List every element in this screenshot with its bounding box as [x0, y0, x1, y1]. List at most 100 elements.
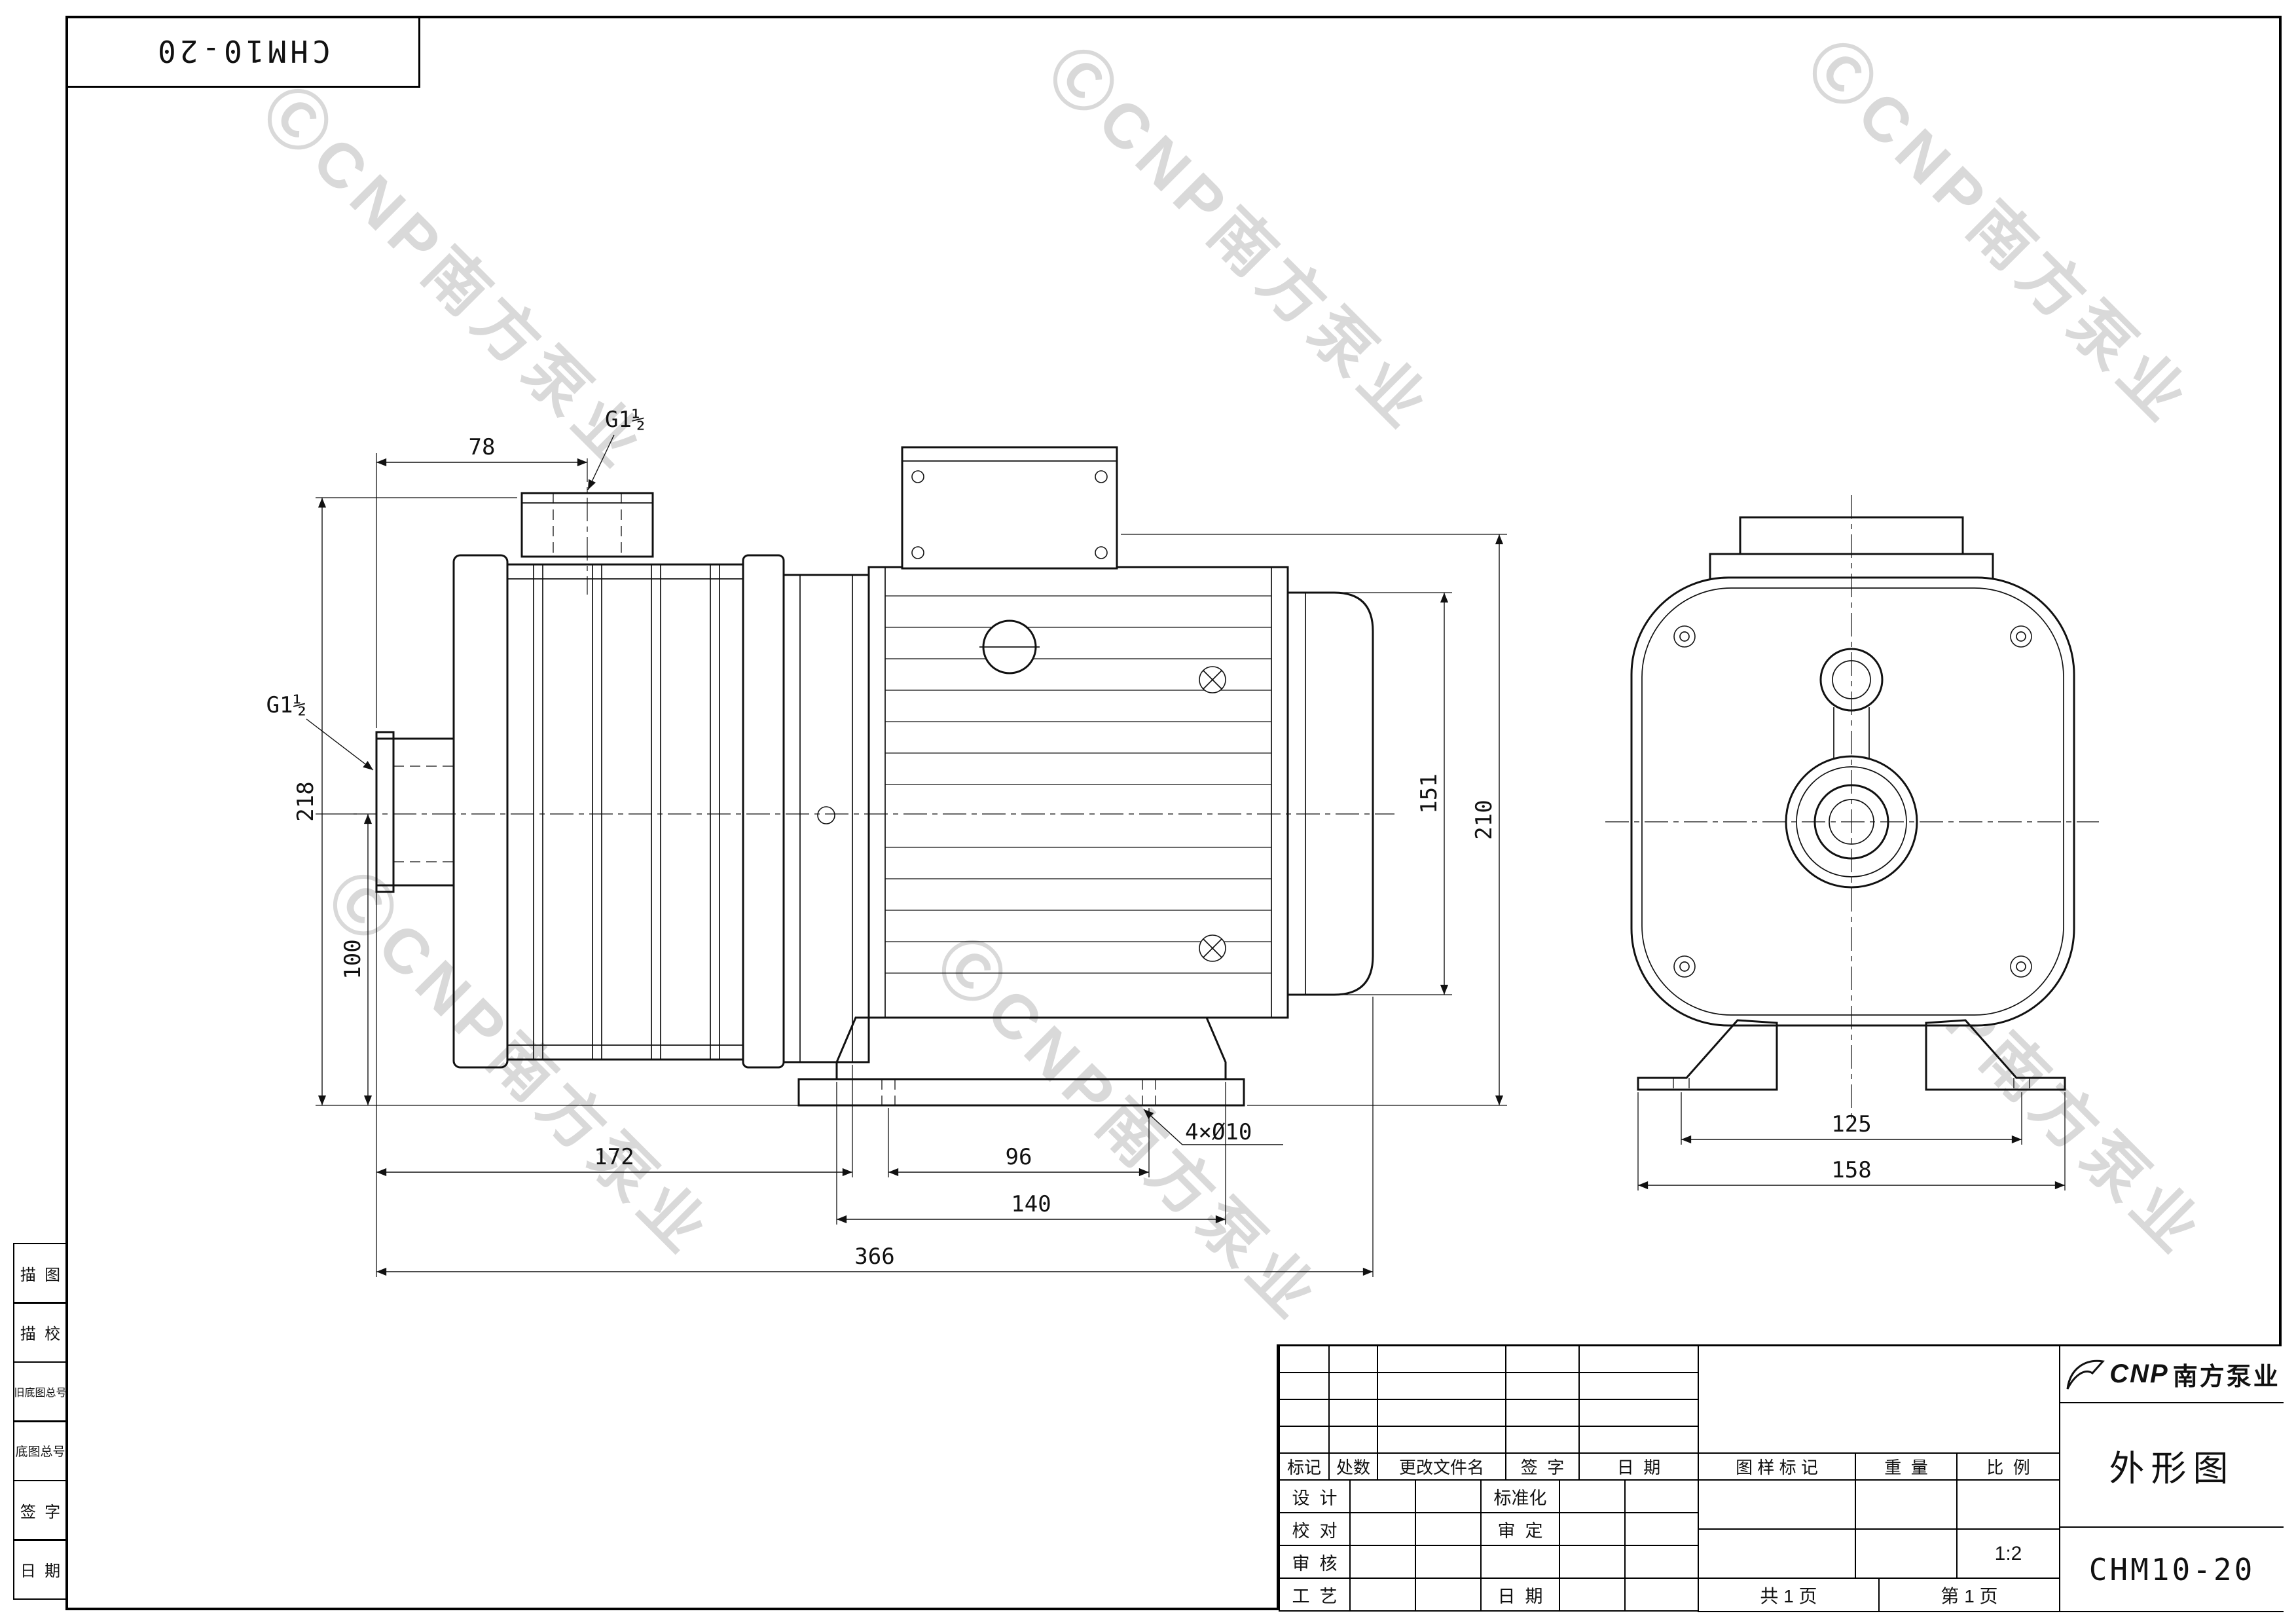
stamp-values: 1:2	[1698, 1481, 2059, 1579]
brand-cnp-text: CNP	[2109, 1359, 2169, 1388]
empty-cell	[1505, 1373, 1578, 1400]
motor-screw	[1199, 666, 1226, 962]
empty-cell	[1624, 1546, 1698, 1579]
dim-feet-width: 158	[1831, 1157, 1871, 1183]
signoff-label	[1480, 1546, 1559, 1579]
signoff-label: 校 对	[1279, 1513, 1349, 1546]
margin-row: 描 校	[13, 1302, 67, 1363]
empty-cell	[1559, 1546, 1624, 1579]
empty-cell	[1377, 1373, 1505, 1400]
titleblock-right: CNP 南方泵业 外形图 CHM10-20	[2059, 1346, 2284, 1612]
stamp-mark-label: 图 样 标 记	[1698, 1454, 1855, 1481]
revision-header: 标记 处数 更改文件名 签 字 日 期	[1279, 1454, 1698, 1481]
revision-header-cell: 处数	[1328, 1454, 1377, 1481]
empty-cell	[1349, 1579, 1415, 1612]
empty-cell	[1578, 1427, 1698, 1454]
signoff-label: 设 计	[1279, 1481, 1349, 1513]
empty-cell	[1855, 1481, 1956, 1530]
empty-cell	[1377, 1427, 1505, 1454]
empty-cell	[1624, 1481, 1698, 1513]
empty-cell	[1328, 1400, 1377, 1427]
empty-cell	[1559, 1481, 1624, 1513]
margin-row: 日 期	[13, 1539, 67, 1600]
empty-cell	[1956, 1481, 2059, 1530]
model-number: CHM10-20	[2059, 1528, 2284, 1612]
dim-base-length: 140	[1011, 1191, 1051, 1217]
empty-cell	[1377, 1400, 1505, 1427]
dim-total-length: 366	[854, 1244, 894, 1270]
signoff-label: 标准化	[1480, 1481, 1559, 1513]
empty-cell	[1624, 1513, 1698, 1546]
dim-total-height: 218	[293, 781, 319, 821]
signoff-label: 审 定	[1480, 1513, 1559, 1546]
revision-header-cell: 更改文件名	[1377, 1454, 1505, 1481]
margin-row: 签 字	[13, 1479, 67, 1541]
scale-value: 1:2	[1956, 1530, 2059, 1579]
revision-header-cell: 标记	[1279, 1454, 1328, 1481]
empty-cell	[1279, 1427, 1328, 1454]
titleblock-spare-area	[1698, 1346, 2059, 1454]
margin-row: 底图总号	[13, 1420, 67, 1481]
revision-table	[1279, 1346, 1698, 1454]
revision-header-cell: 签 字	[1505, 1454, 1578, 1481]
total-pages: 共 1 页	[1698, 1579, 1878, 1612]
dim-inlet-height: 100	[340, 939, 366, 979]
corner-model-label: CHM10-20	[65, 16, 420, 88]
cnp-logo: CNP 南方泵业	[2059, 1346, 2284, 1403]
empty-cell	[1624, 1579, 1698, 1612]
end-dimensions: 125 158	[1637, 1092, 2066, 1190]
empty-cell	[1328, 1373, 1377, 1400]
dim-feet-hole-span: 125	[1831, 1111, 1871, 1137]
empty-cell	[1559, 1513, 1624, 1546]
empty-cell	[1279, 1373, 1328, 1400]
empty-cell	[1698, 1481, 1855, 1530]
stamp-header: 图 样 标 记 重 量 比 例	[1698, 1454, 2059, 1481]
margin-table: 描 图 描 校 旧底图总号 底图总号 签 字 日 期	[13, 1242, 67, 1600]
empty-cell	[1505, 1427, 1578, 1454]
side-view	[354, 446, 1394, 1107]
empty-cell	[1698, 1346, 2059, 1454]
title-block: 标记 处数 更改文件名 签 字 日 期 设 计 标准化 校 对 审 定 审 核	[1277, 1344, 2284, 1612]
empty-cell	[1349, 1546, 1415, 1579]
dim-motor-height: 151	[1416, 773, 1442, 813]
dim-base-holes-span: 96	[1006, 1144, 1032, 1170]
empty-cell	[1855, 1530, 1956, 1579]
corner-model-text: CHM10-20	[153, 33, 331, 69]
signoff-label: 审 核	[1279, 1546, 1349, 1579]
empty-cell	[1559, 1579, 1624, 1612]
end-view	[1605, 495, 2099, 1118]
cnp-swoosh-icon	[2066, 1359, 2105, 1390]
empty-cell	[1279, 1346, 1328, 1373]
drawing-title: 外形图	[2059, 1403, 2284, 1528]
dim-top-width: 78	[469, 434, 496, 460]
dim-pump-length: 172	[594, 1144, 634, 1170]
empty-cell	[1415, 1513, 1480, 1546]
empty-cell	[1279, 1400, 1328, 1427]
dim-overall-height: 210	[1471, 800, 1497, 840]
empty-cell	[1578, 1400, 1698, 1427]
brand-cn-text: 南方泵业	[2172, 1363, 2280, 1391]
revision-header-cell: 日 期	[1578, 1454, 1698, 1481]
empty-cell	[1578, 1346, 1698, 1373]
signoff-label: 工 艺	[1279, 1579, 1349, 1612]
margin-row: 旧底图总号	[13, 1361, 67, 1422]
empty-cell	[1328, 1346, 1377, 1373]
empty-cell	[1415, 1579, 1480, 1612]
page-count-row: 共 1 页 第 1 页	[1698, 1579, 2059, 1612]
stamp-scale-label: 比 例	[1956, 1454, 2059, 1481]
empty-cell	[1505, 1400, 1578, 1427]
page-number: 第 1 页	[1878, 1579, 2059, 1612]
empty-cell	[1505, 1346, 1578, 1373]
empty-cell	[1698, 1530, 1855, 1579]
side-dimensions: 78 G1½ G1½ 218 100 172 96	[266, 407, 1507, 1277]
dim-port-side: G1½	[266, 692, 306, 718]
empty-cell	[1328, 1427, 1377, 1454]
dim-port-top: G1½	[605, 407, 645, 433]
signoff-label: 日 期	[1480, 1579, 1559, 1612]
empty-cell	[1415, 1546, 1480, 1579]
empty-cell	[1349, 1513, 1415, 1546]
stamp-weight-label: 重 量	[1855, 1454, 1956, 1481]
margin-row: 描 图	[13, 1242, 67, 1304]
empty-cell	[1377, 1346, 1505, 1373]
